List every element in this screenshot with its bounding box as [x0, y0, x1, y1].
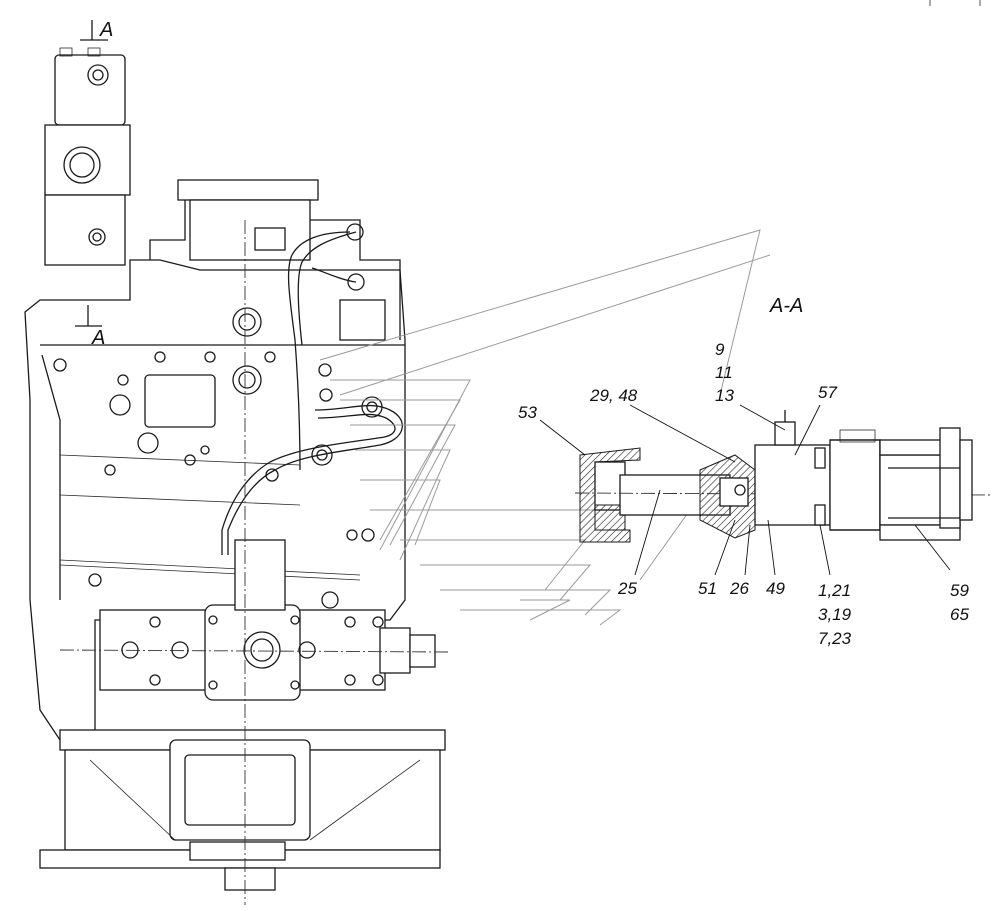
callouts: 9 11 13 53 29, 48 57 25 51 26 49 1,21 3,… [518, 340, 969, 648]
bell-housing [39, 729, 446, 891]
callout-59: 59 [950, 581, 969, 600]
projection-lines [319, 229, 771, 626]
callout-11: 11 [715, 363, 733, 382]
section-mark-bottom: A [75, 305, 105, 349]
upper-housing [149, 179, 401, 341]
main-housing [24, 259, 406, 741]
section-mark-top: A [80, 19, 113, 41]
gearbox-main-view: A A [24, 19, 451, 905]
callout-3-19: 3,19 [818, 605, 852, 624]
callout-7-23: 7,23 [818, 629, 852, 648]
callout-25: 25 [617, 579, 637, 598]
callout-9: 9 [715, 340, 725, 359]
section-title: A-A [769, 295, 803, 317]
callout-1-21: 1,21 [818, 581, 851, 600]
callout-51: 51 [698, 579, 717, 598]
callout-29-48: 29, 48 [589, 386, 638, 405]
callout-26: 26 [729, 579, 749, 598]
callout-13: 13 [715, 386, 734, 405]
section-mark-top-label: A [99, 19, 113, 41]
callout-53: 53 [518, 403, 537, 422]
valve-cover [59, 539, 451, 701]
callout-49: 49 [766, 579, 785, 598]
section-mark-bottom-label: A [91, 327, 105, 349]
callout-65: 65 [950, 605, 969, 624]
frame-marks [929, 0, 981, 6]
pump-unit [44, 47, 131, 266]
section-view-a-a: A-A [574, 295, 991, 543]
callout-57: 57 [818, 383, 837, 402]
oil-pipes [221, 231, 403, 555]
